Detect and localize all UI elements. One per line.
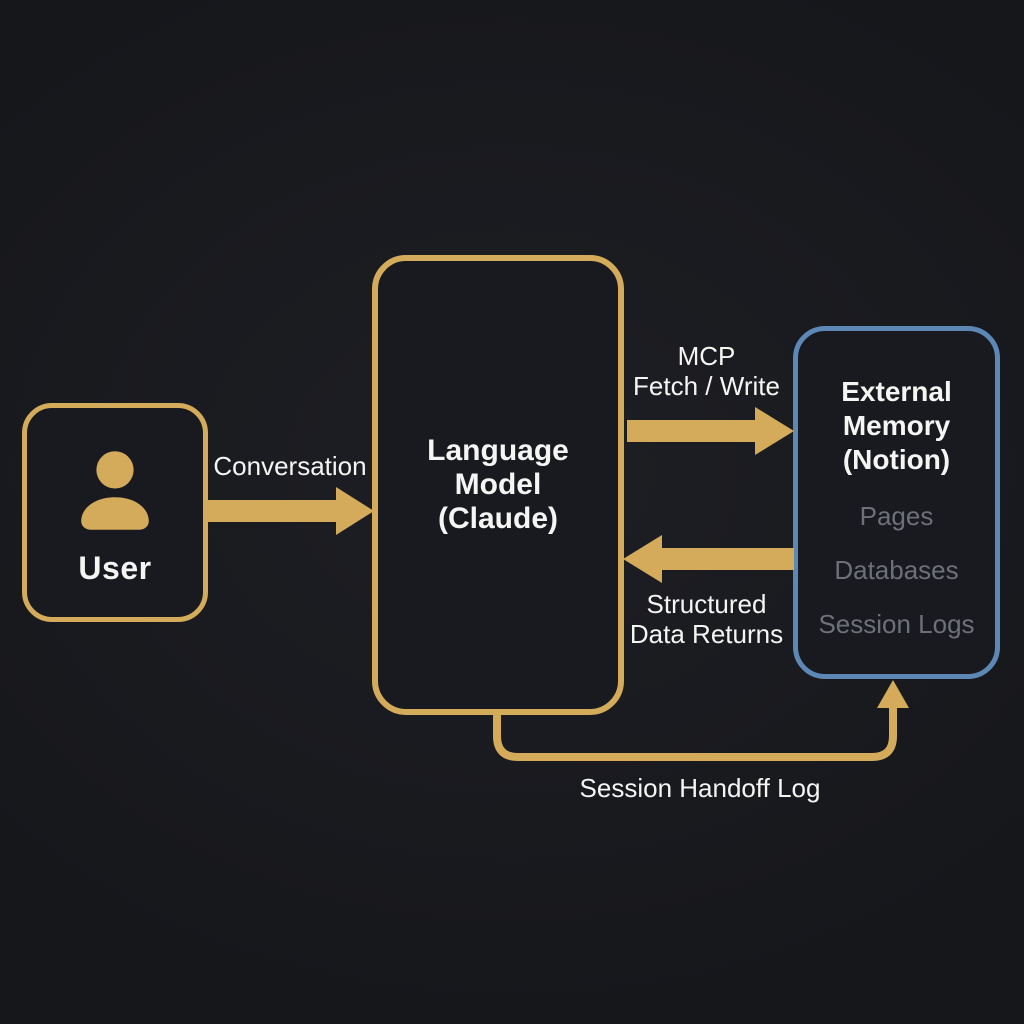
user-icon: [63, 440, 167, 544]
mcp-fetch-write-label-line1: MCP: [677, 341, 736, 371]
conversation-arrow: [208, 487, 374, 535]
external-memory-item-databases: Databases: [834, 555, 959, 585]
structured-returns-label: Structured Data Returns: [600, 589, 813, 649]
node-language-model: Language Model (Claude): [372, 255, 624, 715]
node-external-memory: External Memory (Notion) Pages Databases…: [793, 326, 1000, 679]
external-memory-item-session-logs: Session Logs: [818, 609, 975, 639]
external-memory-title-line2: Memory: [842, 410, 951, 441]
conversation-label: Conversation: [213, 451, 367, 481]
external-memory-title-line3: (Notion): [842, 444, 951, 475]
external-memory-item-pages: Pages: [859, 501, 934, 531]
language-model-label-line3: (Claude): [438, 502, 558, 535]
mcp-fetch-write-label: MCP Fetch / Write: [600, 341, 813, 401]
mcp-fetch-write-label-line2: Fetch / Write: [633, 371, 780, 401]
node-user: User: [22, 403, 208, 622]
external-memory-item-list: Pages Databases Session Logs: [818, 501, 974, 663]
structured-returns-arrow: [623, 535, 794, 583]
structured-returns-label-line1: Structured: [646, 589, 767, 619]
session-handoff-label: Session Handoff Log: [579, 773, 821, 803]
external-memory-title-line1: External: [841, 376, 952, 407]
mcp-fetch-write-arrow: [627, 407, 794, 455]
user-label: User: [78, 550, 152, 586]
language-model-label-line1: Language: [427, 434, 569, 467]
structured-returns-label-line2: Data Returns: [629, 619, 784, 649]
language-model-label-line2: Model: [454, 468, 542, 501]
